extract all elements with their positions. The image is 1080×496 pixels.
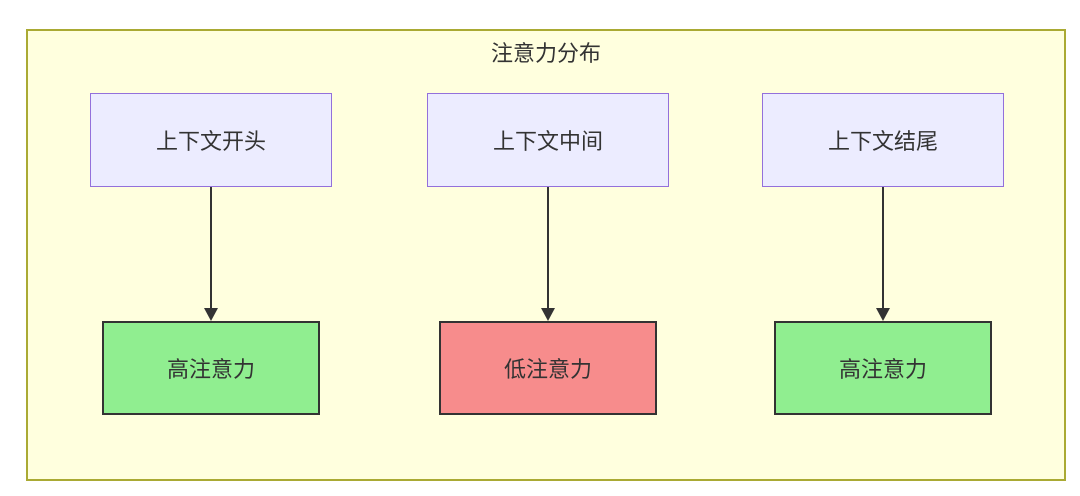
arrow-head-icon	[204, 308, 218, 321]
node-context-beginning: 上下文开头	[90, 93, 332, 187]
node-high-attention-left-label: 高注意力	[166, 357, 255, 382]
arrow-beginning-to-high	[204, 187, 218, 321]
arrow-line	[882, 187, 884, 308]
node-high-attention-right: 高注意力	[774, 321, 992, 415]
node-context-end-label: 上下文结尾	[827, 129, 938, 154]
node-context-middle-label: 上下文中间	[492, 129, 603, 154]
arrow-line	[547, 187, 549, 308]
node-high-attention-right-label: 高注意力	[838, 357, 927, 382]
node-context-middle: 上下文中间	[427, 93, 669, 187]
node-high-attention-left: 高注意力	[102, 321, 320, 415]
arrow-head-icon	[541, 308, 555, 321]
attention-distribution-subgraph: 注意力分布 上下文开头 高注意力 上下文中间 低注意力 上下文结尾	[26, 29, 1066, 481]
arrow-line	[210, 187, 212, 308]
node-low-attention-label: 低注意力	[503, 357, 592, 382]
arrow-middle-to-low	[541, 187, 555, 321]
node-context-beginning-label: 上下文开头	[155, 129, 266, 154]
node-context-end: 上下文结尾	[762, 93, 1004, 187]
arrow-end-to-high	[876, 187, 890, 321]
diagram-title: 注意力分布	[490, 41, 601, 66]
arrow-head-icon	[876, 308, 890, 321]
node-low-attention: 低注意力	[439, 321, 657, 415]
